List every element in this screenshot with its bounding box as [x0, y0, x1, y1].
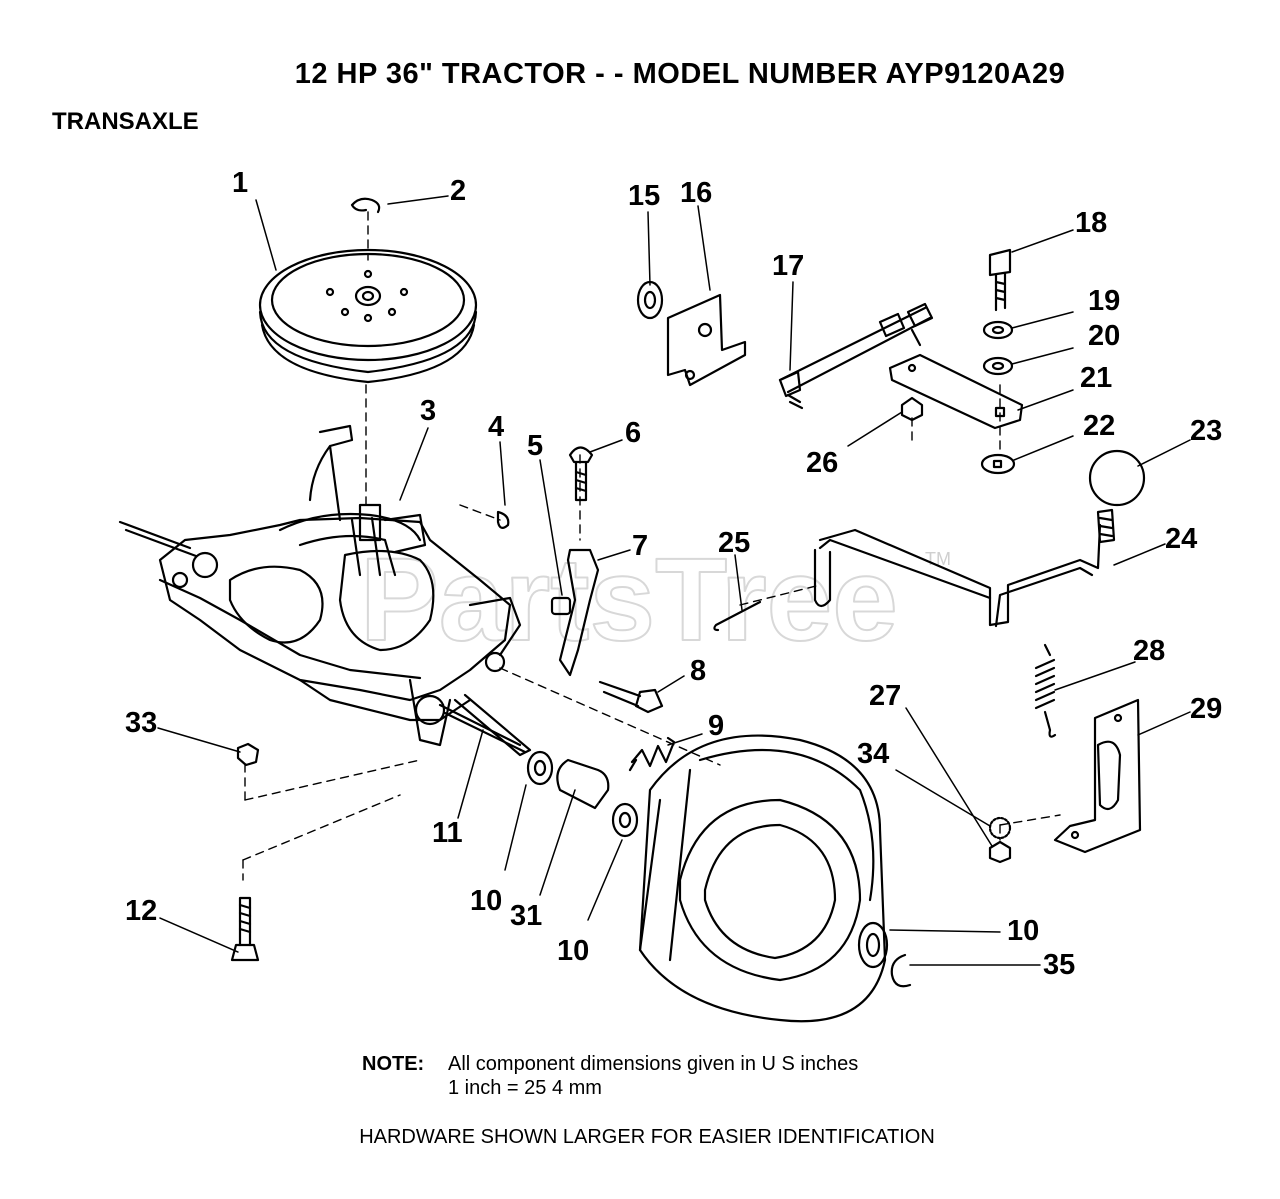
bolt-8-part: [598, 680, 664, 714]
callout-29: 29: [1190, 693, 1222, 725]
callout-16: 16: [680, 177, 712, 209]
bracket-29-part: [1053, 698, 1142, 854]
note-block: NOTE: All component dimensions given in U…: [362, 1052, 858, 1100]
wheel-part: [638, 734, 887, 1023]
washer-22-part: [980, 453, 1016, 475]
spring-part: [628, 736, 676, 772]
note-label: NOTE:: [362, 1053, 425, 1075]
callout-17: 17: [772, 250, 804, 282]
callout-21: 21: [1080, 362, 1112, 394]
callout-11: 11: [432, 817, 463, 849]
washer-15-part: [636, 280, 664, 320]
callout-27: 27: [869, 680, 901, 712]
callout-9: 9: [708, 710, 724, 742]
callout-1: 1: [232, 167, 248, 199]
callout-35: 35: [1043, 949, 1075, 981]
callout-5: 5: [527, 430, 543, 462]
callout-19: 19: [1088, 285, 1120, 317]
washer-20-part: [982, 356, 1014, 376]
callout-10a: 10: [470, 885, 502, 917]
knob-23-part: [1088, 449, 1146, 507]
callout-4: 4: [488, 411, 504, 443]
key-part: [496, 510, 510, 529]
callout-26: 26: [806, 447, 838, 479]
bracket-part: [558, 548, 600, 677]
nut-27-part: [988, 840, 1012, 864]
callout-24: 24: [1165, 523, 1197, 555]
bolt-12-part: [230, 896, 260, 962]
washer-19-part: [982, 320, 1014, 340]
callout-23: 23: [1190, 415, 1222, 447]
washer-part-2: [611, 802, 639, 838]
bracket-16-part: [666, 293, 747, 387]
callout-34: 34: [857, 738, 889, 770]
callout-31: 31: [510, 900, 542, 932]
rod-17-part: [778, 302, 934, 410]
callout-12: 12: [125, 895, 157, 927]
washer-part: [526, 750, 554, 786]
pin-25-part: [713, 600, 762, 632]
callout-3: 3: [420, 395, 436, 427]
axle-key: [453, 693, 532, 757]
note-line-2: 1 inch = 25 4 mm: [448, 1077, 602, 1099]
lever-24-part: [813, 508, 1116, 628]
clip-part: [350, 197, 381, 214]
nut-26-part: [900, 396, 924, 422]
callout-20: 20: [1088, 320, 1120, 352]
footer-note: HARDWARE SHOWN LARGER FOR EASIER IDENTIF…: [359, 1126, 935, 1148]
note-line-1: All component dimensions given in U S in…: [448, 1053, 859, 1075]
callout-18: 18: [1075, 207, 1107, 239]
spacer-part: [556, 758, 610, 810]
callout-33: 33: [125, 707, 157, 739]
callout-10b: 10: [557, 935, 589, 967]
callout-2: 2: [450, 175, 466, 207]
callout-22: 22: [1083, 410, 1115, 442]
bolt-18-part: [988, 248, 1012, 312]
callout-6: 6: [625, 417, 641, 449]
callout-25: 25: [718, 527, 750, 559]
callout-10c: 10: [1007, 915, 1039, 947]
spring-28-part: [1034, 643, 1057, 738]
callout-8: 8: [690, 655, 706, 687]
plate-21-part: [888, 353, 1024, 430]
transaxle-body: [118, 424, 527, 754]
callout-7: 7: [632, 530, 648, 562]
washer-part-3: [857, 921, 889, 969]
nut-33-part: [236, 742, 260, 767]
watermark-text: PartsTree: [360, 534, 898, 666]
callout-28: 28: [1133, 635, 1165, 667]
nut-part: [550, 596, 572, 616]
lockwasher-34-part: [988, 816, 1012, 840]
pulley-part: [258, 248, 478, 384]
bolt-part: [568, 446, 594, 502]
clip-35-part: [890, 953, 912, 988]
section-title: TRANSAXLE: [52, 108, 199, 135]
callout-15: 15: [628, 180, 660, 212]
page-title: 12 HP 36" TRACTOR - - MODEL NUMBER AYP91…: [294, 58, 1066, 90]
